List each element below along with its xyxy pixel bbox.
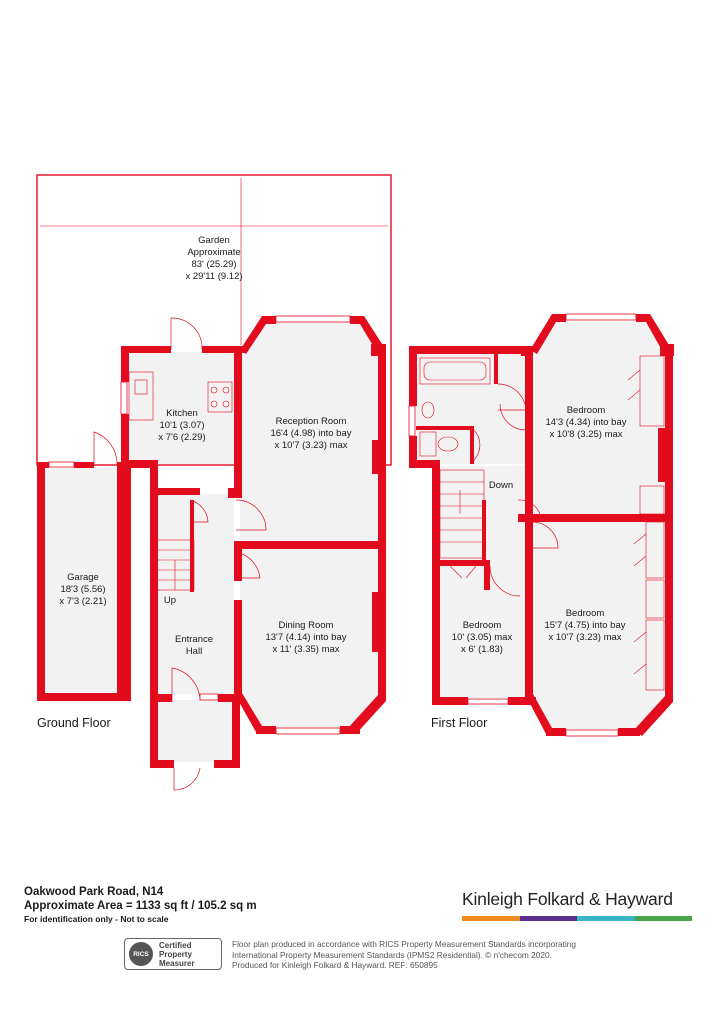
garage-label-line3: x 7'3 (2.21) <box>59 596 106 607</box>
dining-floor <box>240 548 382 730</box>
reception-label-line2: 16'4 (4.98) into bay <box>270 428 351 439</box>
first-floor <box>408 313 674 737</box>
dining-label: Dining Room 13'7 (4.14) into bay x 11' (… <box>265 620 346 655</box>
rics-line2: Property <box>159 949 192 959</box>
reception-label-line1: Reception Room <box>276 416 347 427</box>
bedroom3-label-line1: Bedroom <box>463 620 502 631</box>
ground-walls <box>37 316 386 768</box>
porch-floor <box>156 700 234 762</box>
entrance-label-line1: Entrance <box>175 634 213 645</box>
ground-stairs <box>155 539 195 591</box>
kitchen-floor <box>128 352 234 464</box>
rics-line1: Certified <box>159 940 192 950</box>
reception-label: Reception Room 16'4 (4.98) into bay x 10… <box>270 416 351 451</box>
bedroom2-label-line2: 15'7 (4.75) into bay <box>544 620 625 631</box>
garage-floor <box>44 468 124 693</box>
approximate-area: Approximate Area = 1133 sq ft / 105.2 sq… <box>24 900 257 912</box>
garden-outline <box>36 174 392 466</box>
garage-label-line2: 18'3 (5.56) <box>60 584 105 595</box>
stair-post <box>190 500 194 592</box>
wardrobes <box>449 355 665 691</box>
scale-note: For identification only - Not to scale <box>24 914 169 924</box>
kitchen-label-line2: 10'1 (3.07) <box>159 420 204 431</box>
bedroom3-label-line3: x 6' (1.83) <box>461 644 503 655</box>
bedroom1-label-line3: x 10'8 (3.25) max <box>549 429 622 440</box>
reception-label-line3: x 10'7 (3.23) max <box>274 440 347 451</box>
bedroom1-label-line2: 14'3 (4.34) into bay <box>545 417 626 428</box>
ground-windows <box>48 315 351 735</box>
stairs-up-label: Up <box>164 595 176 606</box>
ground-doors <box>93 317 267 791</box>
garage-label-line1: Garage <box>67 572 99 583</box>
rics-certification-text: Certified Property Measurer <box>159 941 195 968</box>
bedroom3-label-line2: 10' (3.05) max <box>452 632 513 643</box>
bedroom2-label: Bedroom 15'7 (4.75) into bay x 10'7 (3.2… <box>544 608 625 643</box>
dining-label-line3: x 11' (3.35) max <box>272 644 339 655</box>
property-address: Oakwood Park Road, N14 <box>24 886 164 898</box>
first-doors <box>473 383 559 597</box>
bedroom3-floor <box>440 566 526 698</box>
kitchen-fittings <box>128 371 233 421</box>
ground-floor <box>36 174 392 791</box>
bedroom3-label: Bedroom 10' (3.05) max x 6' (1.83) <box>452 620 513 655</box>
dining-label-line1: Dining Room <box>279 620 334 631</box>
bedroom2-floor <box>530 522 668 730</box>
garden-label-line1: Garden <box>198 235 230 246</box>
rics-line3: Measurer <box>159 958 195 968</box>
kitchen-label-line1: Kitchen <box>166 408 198 419</box>
dining-label-line2: 13'7 (4.14) into bay <box>265 632 346 643</box>
garden-label-line3: 83' (25.29) <box>191 259 236 270</box>
first-stair-post <box>482 500 486 562</box>
first-windows <box>408 313 637 737</box>
ground-floor-label: Ground Floor <box>37 716 111 730</box>
brand-color-bar <box>462 916 692 921</box>
disclaimer-line2: International Property Measurement Stand… <box>232 949 552 960</box>
rics-logo-icon: RICS <box>129 942 153 966</box>
kitchen-label-line3: x 7'6 (2.29) <box>158 432 205 443</box>
kitchen-label: Kitchen 10'1 (3.07) x 7'6 (2.29) <box>158 408 205 443</box>
garage-label: Garage 18'3 (5.56) x 7'3 (2.21) <box>59 572 106 607</box>
reception-floor <box>240 320 382 541</box>
brand-bar-green <box>634 916 692 921</box>
garden-label-line2: Approximate <box>187 247 240 258</box>
bedroom1-label-line1: Bedroom <box>567 405 606 416</box>
first-walls <box>409 314 674 736</box>
stairs-down-label: Down <box>489 480 513 491</box>
bedroom2-label-line1: Bedroom <box>566 608 605 619</box>
bedroom1-floor <box>532 322 668 516</box>
garden-label-line4: x 29'11 (9.12) <box>185 271 242 282</box>
bedroom2-label-line3: x 10'7 (3.23) max <box>548 632 621 643</box>
brand-bar-purple <box>519 916 577 921</box>
brand-name: Kinleigh Folkard & Hayward <box>462 889 673 909</box>
disclaimer-line1: Floor plan produced in accordance with R… <box>232 939 577 949</box>
brand-bar-orange <box>462 916 520 921</box>
rics-badge: RICS Certified Property Measurer <box>124 938 222 970</box>
garden-label: Garden Approximate 83' (25.29) x 29'11 (… <box>185 235 242 282</box>
first-floor-label: First Floor <box>431 716 487 730</box>
disclaimer: Floor plan produced in accordance with R… <box>232 939 602 971</box>
entrance-label: Entrance Hall <box>175 634 213 657</box>
bathroom-fittings <box>419 357 491 457</box>
first-stairs <box>439 469 485 559</box>
entrance-label-line2: Hall <box>186 646 202 657</box>
disclaimer-line3: Produced for Kinleigh Folkard & Hayward.… <box>232 960 438 970</box>
property-address-block: Oakwood Park Road, N14 Approximate Area … <box>24 885 257 913</box>
brand-bar-teal <box>577 916 635 921</box>
bedroom1-label: Bedroom 14'3 (4.34) into bay x 10'8 (3.2… <box>545 405 626 440</box>
